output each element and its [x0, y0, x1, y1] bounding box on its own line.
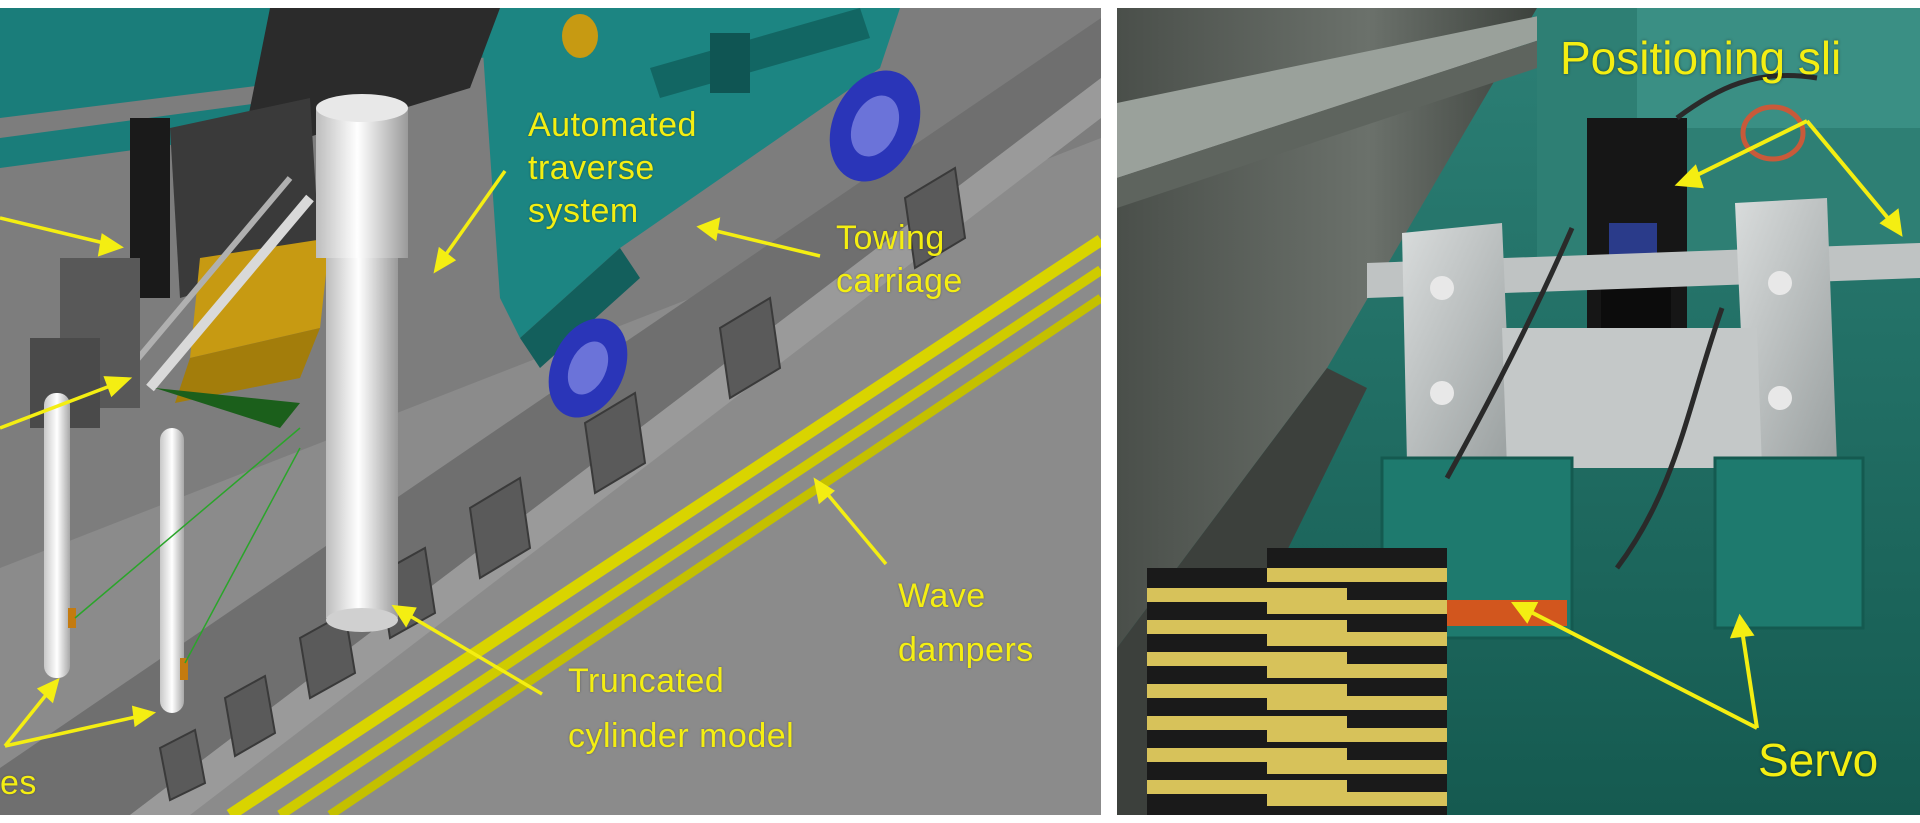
- label-servo: Servo: [1758, 734, 1879, 786]
- label-towing-carriage-line1: Towing: [836, 219, 945, 257]
- label-towing-carriage-line2: carriage: [836, 262, 963, 300]
- traverse-structure: [30, 8, 500, 428]
- channel-beam: [0, 18, 1101, 815]
- label-automated-traverse-line2: traverse: [528, 149, 655, 187]
- truncated-cylinder: [316, 94, 408, 632]
- servo-brackets: [1380, 198, 1865, 640]
- label-wave-dampers-line1: Wave: [898, 577, 986, 615]
- photo-illustration: [1117, 8, 1920, 815]
- laser-lines: [74, 388, 301, 664]
- label-automated-traverse-line3: system: [528, 192, 639, 230]
- wave-probes: [44, 393, 188, 713]
- coiled-springs: [1147, 548, 1447, 815]
- label-wave-dampers-line2: dampers: [898, 631, 1034, 669]
- label-partial-bottom-left: es: [0, 764, 37, 802]
- cad-render-illustration: [0, 8, 1101, 815]
- photo-panel: Positioning sli Servo: [1117, 8, 1920, 815]
- annotation-arrows: [0, 169, 888, 748]
- label-automated-traverse-line1: Automated: [528, 106, 697, 144]
- yellow-rails: [226, 234, 1101, 815]
- annotation-arrows-right: [1511, 119, 1903, 730]
- cables: [1444, 72, 1818, 570]
- label-truncated-cylinder-line2: cylinder model: [568, 717, 795, 755]
- carriage-wheels: [548, 14, 921, 418]
- label-positioning-slide: Positioning sli: [1560, 32, 1842, 84]
- label-truncated-cylinder-line1: Truncated: [568, 662, 725, 700]
- cad-render-panel: Automated traverse system Towing carriag…: [0, 8, 1101, 815]
